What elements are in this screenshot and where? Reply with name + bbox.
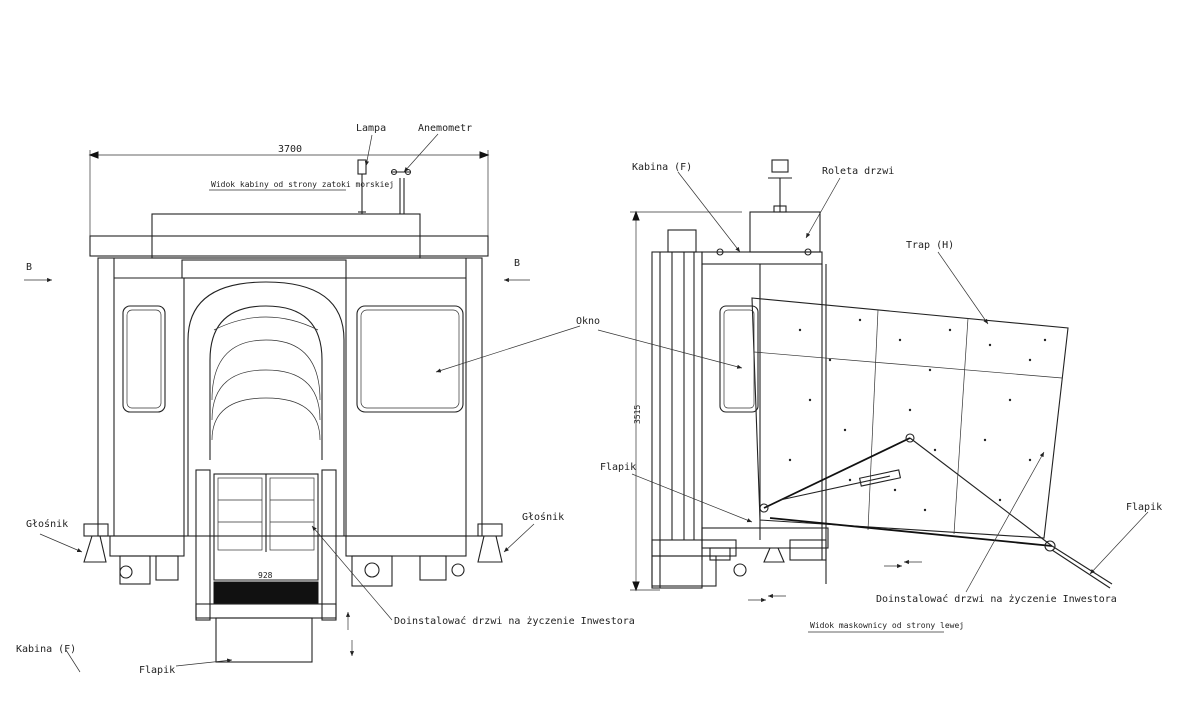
dimension-width: 3700 <box>88 144 490 238</box>
window-right <box>356 305 464 413</box>
glosnik-left-label: Głośnik <box>26 518 68 530</box>
doinstalowac-label-front: Doinstalować drzwi na życzenie Inwestora <box>394 615 635 627</box>
door <box>195 469 337 621</box>
front-flap <box>175 617 313 667</box>
side-view-title: Widok maskownicy od strony lewej <box>810 621 964 630</box>
dimension-width-label: 3700 <box>278 144 302 155</box>
kabina-label-front: Kabina (F) <box>16 644 76 655</box>
lampa-label: Lampa <box>356 123 386 134</box>
window-left <box>122 305 166 413</box>
trap-label: Trap (H) <box>906 240 954 251</box>
side-base-equipment <box>701 527 829 577</box>
side-view: 3515 Roleta dr <box>597 159 1162 633</box>
front-view: 3700 Widok kabiny od strony zatoki morsk… <box>16 123 635 676</box>
hydraulic-arms <box>759 433 1056 552</box>
door-width-label: 928 <box>258 571 273 580</box>
kabina-label-side: Kabina (F) <box>632 162 692 173</box>
lamp <box>357 134 373 214</box>
okno-label: Okno <box>576 316 600 327</box>
side-window <box>719 305 759 413</box>
cabin-body <box>97 257 483 537</box>
anemometr-label: Anemometr <box>418 123 472 134</box>
side-flap <box>1051 511 1149 589</box>
flapik-right-label: Flapik <box>1126 502 1162 513</box>
flapik-left-label: Flapik <box>600 462 636 473</box>
doinstalowac-label-side: Doinstalować drzwi na życzenie Inwestora <box>876 593 1117 605</box>
speaker-right <box>477 523 535 563</box>
front-view-title: Widok kabiny od strony zatoki morskiej <box>211 180 394 189</box>
motion-arrows-front <box>345 612 355 656</box>
arch-opening <box>187 281 345 536</box>
lower-equipment-right <box>345 535 467 587</box>
cabin-frame <box>651 229 827 589</box>
roller-blind-box <box>749 159 821 253</box>
dimension-height-label: 3515 <box>633 405 642 424</box>
trap-panel <box>751 297 1069 539</box>
dimension-height: 3515 <box>630 210 742 592</box>
motion-arrows-side <box>748 559 922 603</box>
speaker-left <box>39 523 109 563</box>
glosnik-right-label: Głośnik <box>522 511 564 523</box>
lower-equipment-left <box>109 535 185 585</box>
trap-pattern <box>788 318 1047 512</box>
flapik-label-front: Flapik <box>139 665 175 676</box>
roleta-label: Roleta drzwi <box>822 166 894 177</box>
section-b-right: B <box>514 258 520 269</box>
section-b-left: B <box>26 262 32 273</box>
anemometer <box>390 133 439 214</box>
